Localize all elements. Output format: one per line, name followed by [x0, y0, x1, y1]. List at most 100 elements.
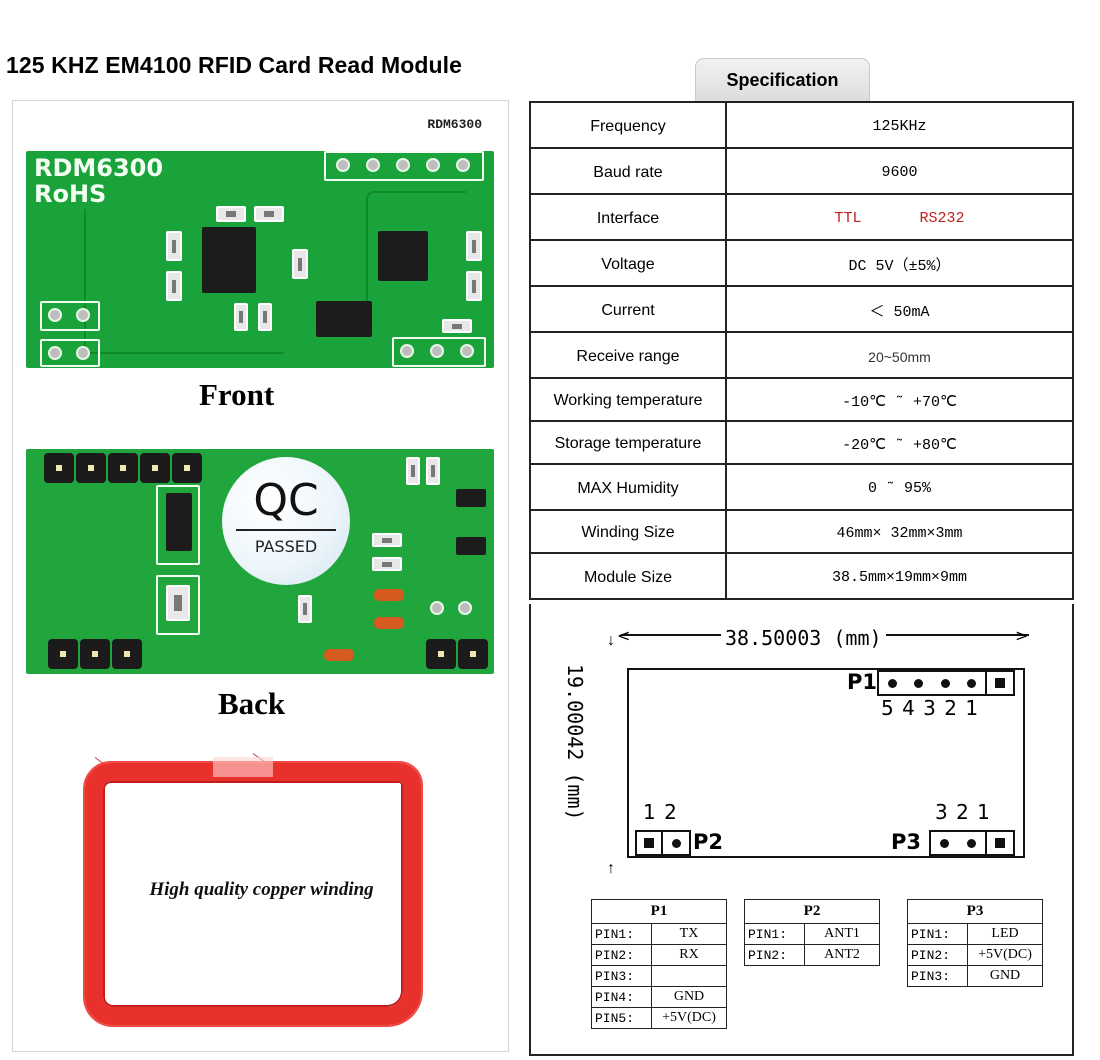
smd-component [406, 457, 420, 485]
qc-passed-sticker: QC PASSED [222, 457, 350, 585]
p2-table-title: P2 [744, 899, 880, 924]
smd-component [466, 231, 482, 261]
transistor [456, 537, 486, 555]
interface-ttl: TTL [834, 210, 862, 227]
spec-value: -20℃ ˜ +80℃ [725, 420, 1074, 465]
pin-round-icon [671, 838, 681, 848]
spec-label: Current [529, 285, 727, 333]
pad [426, 158, 440, 172]
p3-pins-round [931, 832, 987, 854]
pcb-trace [84, 209, 284, 354]
p3-pin-numbers: 3 2 1 [935, 800, 990, 824]
spec-row-baud-rate: Baud rate 9600 [529, 147, 1074, 195]
pad [48, 308, 62, 322]
header-pin [172, 453, 202, 483]
pcb-trace [366, 191, 466, 301]
smd-component [442, 319, 472, 333]
pin-round-icon [967, 678, 977, 688]
diode [374, 589, 404, 601]
spec-row-voltage: Voltage DC 5V（±5%） [529, 239, 1074, 287]
pinout-row: PIN3:GND [907, 965, 1043, 987]
smd-component [258, 303, 272, 331]
pinout-row: PIN1:TX [591, 923, 727, 945]
spec-row-frequency: Frequency 125KHz [529, 101, 1074, 149]
pad [400, 344, 414, 358]
spec-label: Storage temperature [529, 420, 727, 465]
smd-component [166, 271, 182, 301]
header-pin [80, 639, 110, 669]
smd-component [166, 585, 190, 621]
coil-caption: High quality copper winding [149, 879, 374, 900]
header-outline [324, 151, 484, 181]
chip-outline [156, 485, 200, 565]
pinout-row: PIN1:ANT1 [744, 923, 880, 945]
p2-pinout-table: P2 PIN1:ANT1 PIN2:ANT2 [744, 899, 880, 966]
qc-underline [236, 529, 336, 531]
smd-component [292, 249, 308, 279]
pad [76, 346, 90, 360]
spec-value: ＜ 50mA [725, 285, 1074, 333]
pad-outline [40, 339, 100, 367]
pad-outline [40, 301, 100, 331]
specification-tab: Specification [695, 58, 870, 102]
p1-pin1 [987, 672, 1013, 694]
spec-value: -10℃ ˜ +70℃ [725, 377, 1074, 422]
p3-pin1 [987, 832, 1013, 854]
smd-component [234, 303, 248, 331]
header-pin [140, 453, 170, 483]
spec-value: TTL RS232 [725, 193, 1074, 241]
pcb-back-photo: QC PASSED [26, 449, 494, 674]
pin-label: PIN4: [591, 986, 652, 1008]
smd-component [254, 206, 284, 222]
pin-round-icon [940, 838, 949, 848]
spec-value: 46mm× 32mm×3mm [725, 509, 1074, 554]
width-dimension-label: 38.50003 (mm) [721, 626, 886, 650]
qfn-chip [378, 231, 428, 281]
header-pin [108, 453, 138, 483]
pin-label: PIN1: [744, 923, 805, 945]
transistor [456, 489, 486, 507]
pin-round-icon [940, 678, 950, 688]
spec-label: Receive range [529, 331, 727, 379]
copper-winding-coil [85, 763, 421, 1025]
pin-function: +5V(DC) [967, 944, 1043, 966]
p3-pinout-table: P3 PIN1:LED PIN2:+5V(DC) PIN3:GND [907, 899, 1043, 987]
pin-label: PIN1: [591, 923, 652, 945]
back-caption: Back [218, 686, 286, 721]
pinout-row: PIN2:+5V(DC) [907, 944, 1043, 966]
pinout-row: PIN3: [591, 965, 727, 987]
spec-value: 38.5mm×19mm×9mm [725, 552, 1074, 600]
pinout-row: PIN2:ANT2 [744, 944, 880, 966]
model-tag: RDM6300 [427, 117, 482, 132]
spec-row-module-size: Module Size 38.5mm×19mm×9mm [529, 552, 1074, 600]
arrow-right-icon: > [1015, 626, 1029, 645]
spec-label: Working temperature [529, 377, 727, 422]
spec-row-working-temperature: Working temperature -10℃ ˜ +70℃ [529, 377, 1074, 422]
spec-row-storage-temperature: Storage temperature -20℃ ˜ +80℃ [529, 420, 1074, 465]
dimension-diagram: ↓ < > 38.50003 (mm) 19.00042 (mm) ↑ P1 5… [529, 604, 1074, 1056]
spec-label: MAX Humidity [529, 463, 727, 511]
pin-function: RX [651, 944, 727, 966]
pin-function: ANT1 [804, 923, 880, 945]
pin-function: TX [651, 923, 727, 945]
diode [324, 649, 354, 661]
pinout-row: PIN5:+5V(DC) [591, 1007, 727, 1029]
pin-function: GND [651, 986, 727, 1008]
back-chip [166, 493, 192, 551]
specification-table: Frequency 125KHz Baud rate 9600 Interfac… [529, 101, 1074, 600]
pinout-row: PIN1:LED [907, 923, 1043, 945]
pinout-row: PIN4:GND [591, 986, 727, 1008]
header-pin [44, 453, 74, 483]
qc-text: QC [253, 475, 319, 526]
pad-outline [392, 337, 486, 367]
header-pin [458, 639, 488, 669]
interface-rs232: RS232 [919, 210, 965, 227]
smd-component [298, 595, 312, 623]
spec-value: 125KHz [725, 101, 1074, 149]
pin-function [651, 965, 727, 987]
pad [76, 308, 90, 322]
page-title: 125 KHZ EM4100 RFID Card Read Module [6, 52, 463, 78]
pad [430, 601, 444, 615]
header-pin [426, 639, 456, 669]
